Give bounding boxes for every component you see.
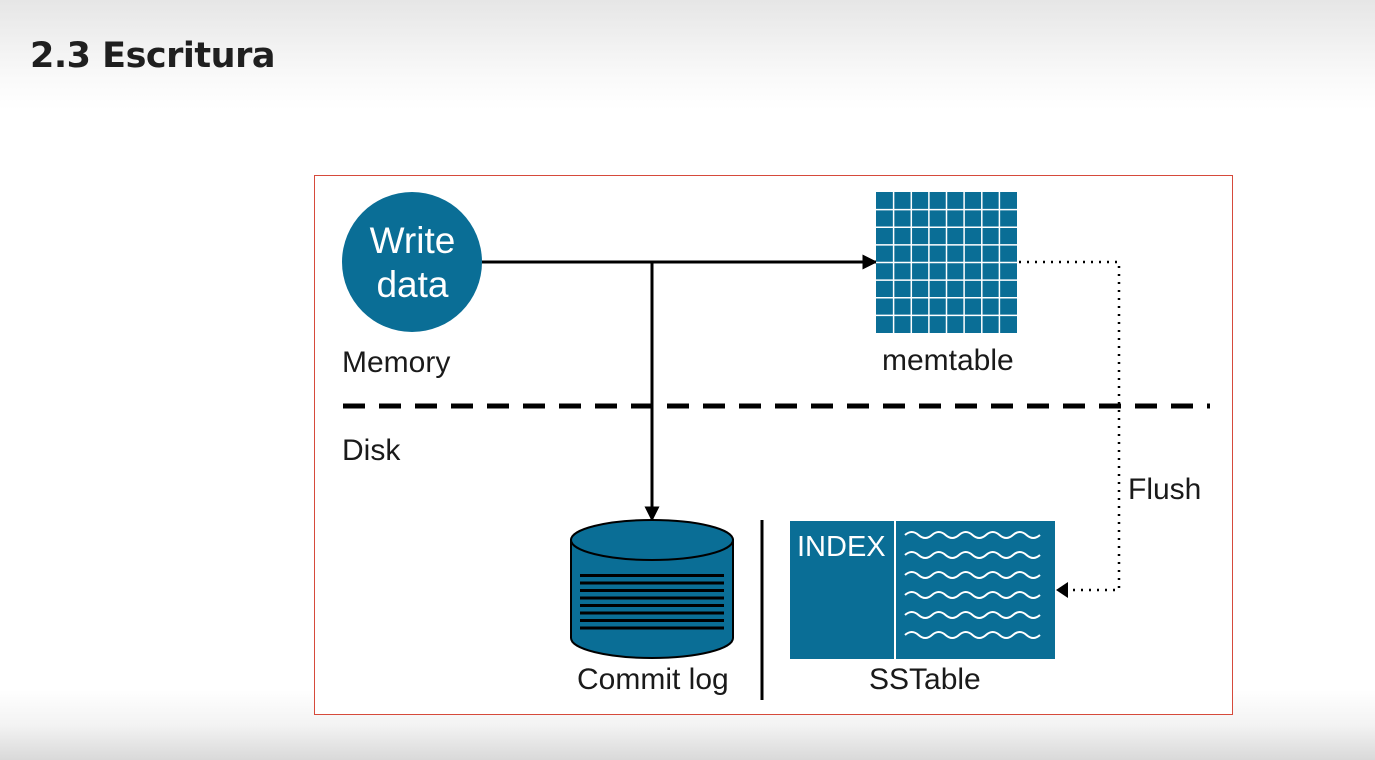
flush-label: Flush: [1128, 473, 1202, 506]
commit-log-cylinder: [570, 519, 734, 659]
flush-arrow-head: [1056, 582, 1068, 598]
sstable-label: SSTable: [869, 663, 981, 696]
write-data-label: Write data: [342, 192, 483, 333]
memory-label: Memory: [342, 346, 451, 379]
slide-title: 2.3 Escritura: [30, 36, 275, 76]
commit-log-label: Commit log: [577, 663, 729, 696]
memtable-grid: [876, 192, 1017, 333]
sstable-block: [790, 521, 1055, 659]
flush-path: [1019, 260, 1121, 592]
write-data-line1: Write: [369, 219, 456, 261]
write-path-diagram: Write data Memory memtable Disk Flush Co…: [314, 175, 1233, 715]
memtable-label: memtable: [882, 344, 1014, 377]
sstable-index-label: INDEX: [797, 531, 886, 563]
sstable-data-waves: [904, 531, 1041, 639]
write-data-line2: data: [376, 263, 449, 305]
diagram-canvas: [342, 192, 1210, 700]
disk-label: Disk: [342, 434, 401, 467]
write-data-circle: [342, 192, 482, 332]
